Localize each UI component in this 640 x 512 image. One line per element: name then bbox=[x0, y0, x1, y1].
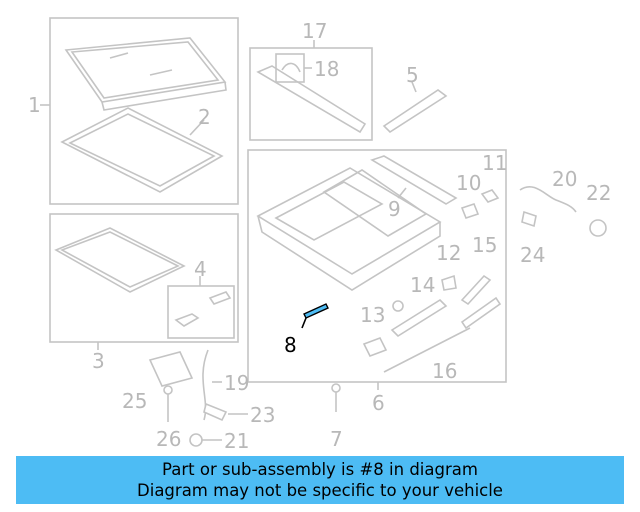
sunshade-panel bbox=[54, 227, 186, 293]
rail-part-5 bbox=[382, 89, 448, 134]
glass-seal-frame bbox=[60, 107, 224, 193]
callout-9: 9 bbox=[388, 197, 401, 221]
callout-11: 11 bbox=[482, 151, 507, 175]
info-banner: Part or sub-assembly is #8 in diagram Di… bbox=[16, 456, 624, 504]
group-box-6 bbox=[247, 149, 507, 383]
group-box-3 bbox=[49, 213, 239, 343]
connector-23 bbox=[203, 402, 228, 422]
callout-17: 17 bbox=[302, 19, 327, 43]
callout-10: 10 bbox=[456, 171, 481, 195]
arm-15 bbox=[460, 274, 502, 330]
bracket-10 bbox=[460, 203, 480, 219]
clip-11 bbox=[480, 189, 500, 203]
group-box-1 bbox=[49, 17, 239, 205]
callout-4: 4 bbox=[194, 257, 207, 281]
callout-12: 12 bbox=[436, 241, 461, 265]
sunroof-glass-panel bbox=[64, 37, 227, 111]
callout-15: 15 bbox=[472, 233, 497, 257]
callout-24: 24 bbox=[520, 243, 545, 267]
drain-hose-20 bbox=[519, 185, 577, 213]
callout-2: 2 bbox=[198, 105, 211, 129]
callout-25: 25 bbox=[122, 389, 147, 413]
hose-19 bbox=[202, 349, 209, 421]
grommet-22 bbox=[589, 219, 607, 237]
callout-1: 1 bbox=[28, 93, 41, 117]
callout-23: 23 bbox=[250, 403, 275, 427]
cable-16 bbox=[383, 327, 471, 373]
callout-3: 3 bbox=[92, 349, 105, 373]
callout-7: 7 bbox=[330, 427, 343, 451]
motor-25 bbox=[148, 351, 194, 387]
bolt-26 bbox=[163, 385, 173, 422]
highlighted-part-8 bbox=[301, 303, 329, 329]
clip-21 bbox=[189, 433, 203, 447]
callout-5: 5 bbox=[406, 63, 419, 87]
sunroof-frame bbox=[256, 155, 458, 291]
bolt-7 bbox=[331, 383, 341, 412]
callout-16: 16 bbox=[432, 359, 457, 383]
clamp-24 bbox=[521, 210, 537, 228]
link-14 bbox=[390, 298, 448, 338]
callout-6: 6 bbox=[372, 391, 385, 415]
group-box-17 bbox=[249, 47, 373, 141]
callout-13: 13 bbox=[360, 303, 385, 327]
callout-21: 21 bbox=[224, 429, 249, 453]
callout-19: 19 bbox=[224, 371, 249, 395]
callout-22: 22 bbox=[586, 181, 611, 205]
banner-line-2: Diagram may not be specific to your vehi… bbox=[137, 481, 503, 500]
callout-18: 18 bbox=[314, 57, 339, 81]
banner-line-1: Part or sub-assembly is #8 in diagram bbox=[162, 460, 478, 479]
parts-diagram: 1 2 3 4 5 6 7 8 9 10 11 12 13 14 15 16 1… bbox=[28, 17, 611, 453]
callout-20: 20 bbox=[552, 167, 577, 191]
guide-13 bbox=[362, 336, 388, 358]
callout-14: 14 bbox=[410, 273, 435, 297]
wind-deflector bbox=[256, 53, 367, 134]
callout-26: 26 bbox=[156, 427, 181, 451]
shade-clips bbox=[174, 291, 232, 327]
stop-12 bbox=[441, 274, 457, 291]
callout-8: 8 bbox=[284, 333, 297, 357]
